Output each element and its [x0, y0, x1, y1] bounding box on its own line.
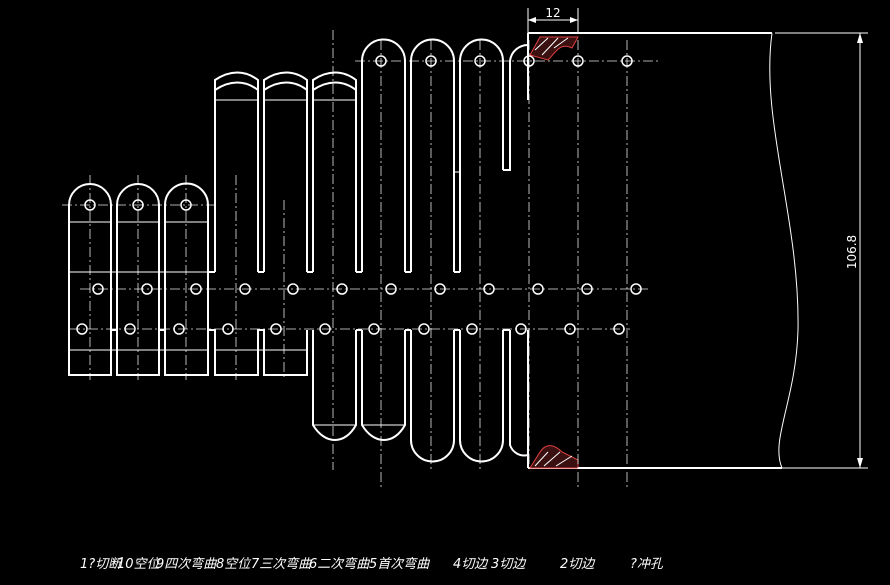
- station-label: 7三次弯曲: [251, 556, 312, 572]
- station-label: 5首次弯曲: [369, 556, 430, 572]
- pilot-holes: [76, 55, 642, 335]
- hatched-section-bottom: [529, 445, 579, 469]
- height-dimension: 106.8: [775, 32, 868, 469]
- lower-flanges: [208, 329, 406, 441]
- station-labels: 1?切断 10空位 9四次弯曲 8空位 7三次弯曲 6二次弯曲 5首次弯曲 4切…: [80, 556, 664, 572]
- height-dimension-label: 106.8: [845, 235, 859, 269]
- station-label: 8空位: [216, 556, 252, 572]
- station-label: 10空位: [117, 556, 162, 572]
- strip-boundary: [527, 32, 799, 469]
- station-label: 1?切断: [80, 557, 123, 572]
- station-label: 9四次弯曲: [156, 556, 217, 572]
- station-label: 2切边: [560, 557, 596, 572]
- pitch-dimension: 12: [527, 6, 579, 33]
- pitch-dimension-label: 12: [545, 6, 560, 20]
- long-fingers: [361, 38, 529, 463]
- centerlines-vertical: [89, 30, 628, 490]
- hatched-section-top: [529, 36, 579, 61]
- carrier-strip: [68, 271, 510, 331]
- station-label: 6二次弯曲: [309, 556, 370, 572]
- station-label: ?冲孔: [630, 557, 664, 572]
- station-label: 4切边: [453, 557, 489, 572]
- bent-parts-top: [214, 71, 357, 272]
- station-label: 3切边: [491, 557, 527, 572]
